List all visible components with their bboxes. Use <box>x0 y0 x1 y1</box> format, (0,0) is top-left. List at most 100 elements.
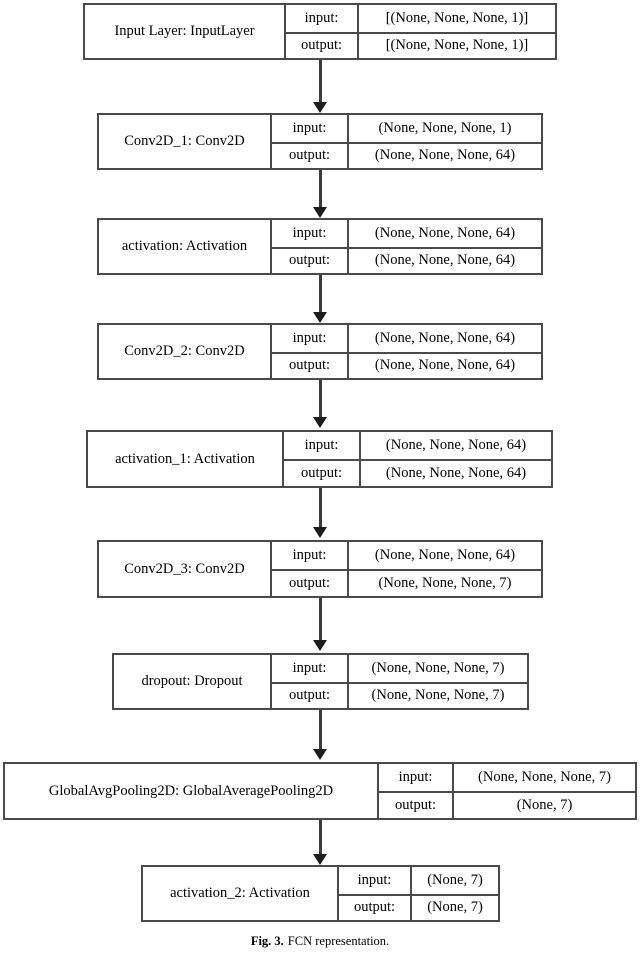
layer-io-table-activation-2: input: (None, 7) output: (None, 7) <box>337 867 498 920</box>
layer-io-table-activation-1: input: (None, None, None, 64) output: (N… <box>282 432 551 486</box>
io-row-output: output: (None, None, None, 64) <box>284 459 551 486</box>
layer-name-dropout: dropout: Dropout <box>141 673 243 690</box>
arrow-head <box>313 312 327 323</box>
arrow-head <box>313 749 327 760</box>
io-label-input: input: <box>286 5 359 32</box>
io-value-input: (None, None, None, 1) <box>378 119 512 136</box>
io-label-input: input: <box>379 764 454 791</box>
layer-name-conv2d-3: Conv2D_3: Conv2D <box>124 560 245 577</box>
layer-node-dropout: dropout: Dropout input: (None, None, Non… <box>112 653 529 710</box>
layer-io-table-conv2d-3: input: (None, None, None, 64) output: (N… <box>270 542 541 596</box>
io-row-input: input: (None, None, None, 7) <box>379 764 635 791</box>
io-row-output: output: (None, 7) <box>339 893 498 920</box>
layer-name-conv2d-1: Conv2D_1: Conv2D <box>124 133 245 150</box>
io-value-input: (None, None, None, 7) <box>478 769 611 785</box>
io-row-output: output: (None, None, None, 64) <box>272 351 541 378</box>
layer-io-table-activation: input: (None, None, None, 64) output: (N… <box>270 220 541 273</box>
io-row-output: output: (None, None, None, 7) <box>272 569 541 596</box>
layer-name-activation: activation: Activation <box>121 238 248 255</box>
layer-node-activation-2: activation_2: Activation input: (None, 7… <box>141 865 500 922</box>
layer-name-conv2d-2: Conv2D_2: Conv2D <box>124 343 245 360</box>
layer-node-activation-1: activation_1: Activation input: (None, N… <box>86 430 553 488</box>
layer-node-conv2d-2: Conv2D_2: Conv2D input: (None, None, Non… <box>97 323 543 380</box>
io-row-output: output: [(None, None, None, 1)] <box>286 31 555 58</box>
layer-node-conv2d-3: Conv2D_3: Conv2D input: (None, None, Non… <box>97 540 543 598</box>
io-row-output: output: (None, None, None, 7) <box>272 681 527 708</box>
io-row-output: output: (None, None, None, 64) <box>272 141 541 168</box>
arrow-head <box>313 102 327 113</box>
connector-arrow-1 <box>306 60 334 113</box>
io-label-output: output: <box>272 683 349 708</box>
io-label-input: input: <box>284 432 361 459</box>
figure-caption-text: FCN representation. <box>287 934 390 948</box>
io-label-output: output: <box>272 248 349 273</box>
arrow-line <box>318 170 322 209</box>
arrow-head <box>313 417 327 428</box>
layer-node-activation: activation: Activation input: (None, Non… <box>97 218 543 275</box>
io-value-output: (None, 7) <box>516 797 573 813</box>
io-value-input: (None, 7) <box>427 871 483 888</box>
io-value-output: (None, 7) <box>427 899 483 916</box>
io-label-output: output: <box>272 353 349 378</box>
io-value-input: (None, None, None, 64) <box>374 547 516 563</box>
io-value-output: (None, None, None, 64) <box>374 357 516 374</box>
io-row-input: input: (None, None, None, 64) <box>272 325 541 352</box>
io-value-input: [(None, None, None, 1)] <box>385 9 529 26</box>
arrow-head <box>313 207 327 218</box>
arrow-line <box>318 60 322 104</box>
io-value-output: (None, None, None, 64) <box>385 465 527 481</box>
arrow-head <box>313 640 327 651</box>
io-value-input: (None, None, None, 64) <box>374 224 516 241</box>
io-label-output: output: <box>272 571 349 596</box>
io-label-input: input: <box>272 220 349 247</box>
io-row-input: input: (None, None, None, 1) <box>272 115 541 142</box>
arrow-line <box>318 710 322 751</box>
figure-number: Fig. 3. <box>250 934 284 948</box>
connector-arrow-7 <box>306 710 334 760</box>
connector-arrow-6 <box>306 598 334 651</box>
io-value-output: (None, None, None, 64) <box>374 147 516 164</box>
io-label-output: output: <box>286 33 359 58</box>
io-row-input: input: (None, None, None, 64) <box>272 220 541 247</box>
io-label-input: input: <box>272 115 349 142</box>
arrow-line <box>318 820 322 856</box>
io-row-input: input: (None, 7) <box>339 867 498 894</box>
io-label-input: input: <box>272 655 349 682</box>
connector-arrow-3 <box>306 275 334 323</box>
layer-name-activation-1: activation_1: Activation <box>115 450 255 467</box>
io-row-output: output: (None, None, None, 64) <box>272 246 541 273</box>
io-value-output: (None, None, None, 64) <box>374 252 516 269</box>
arrow-head <box>313 527 327 538</box>
layer-node-input-layer: Input Layer: InputLayer input: [(None, N… <box>83 3 557 60</box>
io-row-output: output: (None, 7) <box>379 791 635 818</box>
io-label-input: input: <box>339 867 412 894</box>
io-value-output: (None, None, None, 7) <box>378 575 512 591</box>
io-row-input: input: [(None, None, None, 1)] <box>286 5 555 32</box>
layer-io-table-global-avg-pooling-2d: input: (None, None, None, 7) output: (No… <box>377 764 635 818</box>
layer-node-conv2d-1: Conv2D_1: Conv2D input: (None, None, Non… <box>97 113 543 170</box>
arrow-line <box>318 380 322 419</box>
io-label-input: input: <box>272 325 349 352</box>
io-label-output: output: <box>339 895 412 920</box>
arrow-head <box>313 854 327 865</box>
connector-arrow-8 <box>306 820 334 865</box>
arrow-line <box>318 275 322 314</box>
layer-io-table-input-layer: input: [(None, None, None, 1)] output: [… <box>284 5 555 58</box>
arrow-line <box>318 598 322 642</box>
connector-arrow-5 <box>306 488 334 538</box>
io-row-input: input: (None, None, None, 7) <box>272 655 527 682</box>
io-value-input: (None, None, None, 7) <box>371 659 505 676</box>
io-label-input: input: <box>272 542 349 569</box>
io-value-input: (None, None, None, 64) <box>374 329 516 346</box>
layer-name-input-layer: Input Layer: InputLayer <box>114 23 255 40</box>
arrow-line <box>318 488 322 529</box>
layer-name-global-avg-pooling-2d: GlobalAvgPooling2D: GlobalAveragePooling… <box>48 782 334 799</box>
figure-caption: Fig. 3.FCN representation. <box>0 934 640 949</box>
layer-io-table-conv2d-1: input: (None, None, None, 1) output: (No… <box>270 115 541 168</box>
io-label-output: output: <box>284 461 361 486</box>
io-value-input: (None, None, None, 64) <box>385 437 527 453</box>
io-label-output: output: <box>272 143 349 168</box>
connector-arrow-4 <box>306 380 334 428</box>
io-row-input: input: (None, None, None, 64) <box>284 432 551 459</box>
